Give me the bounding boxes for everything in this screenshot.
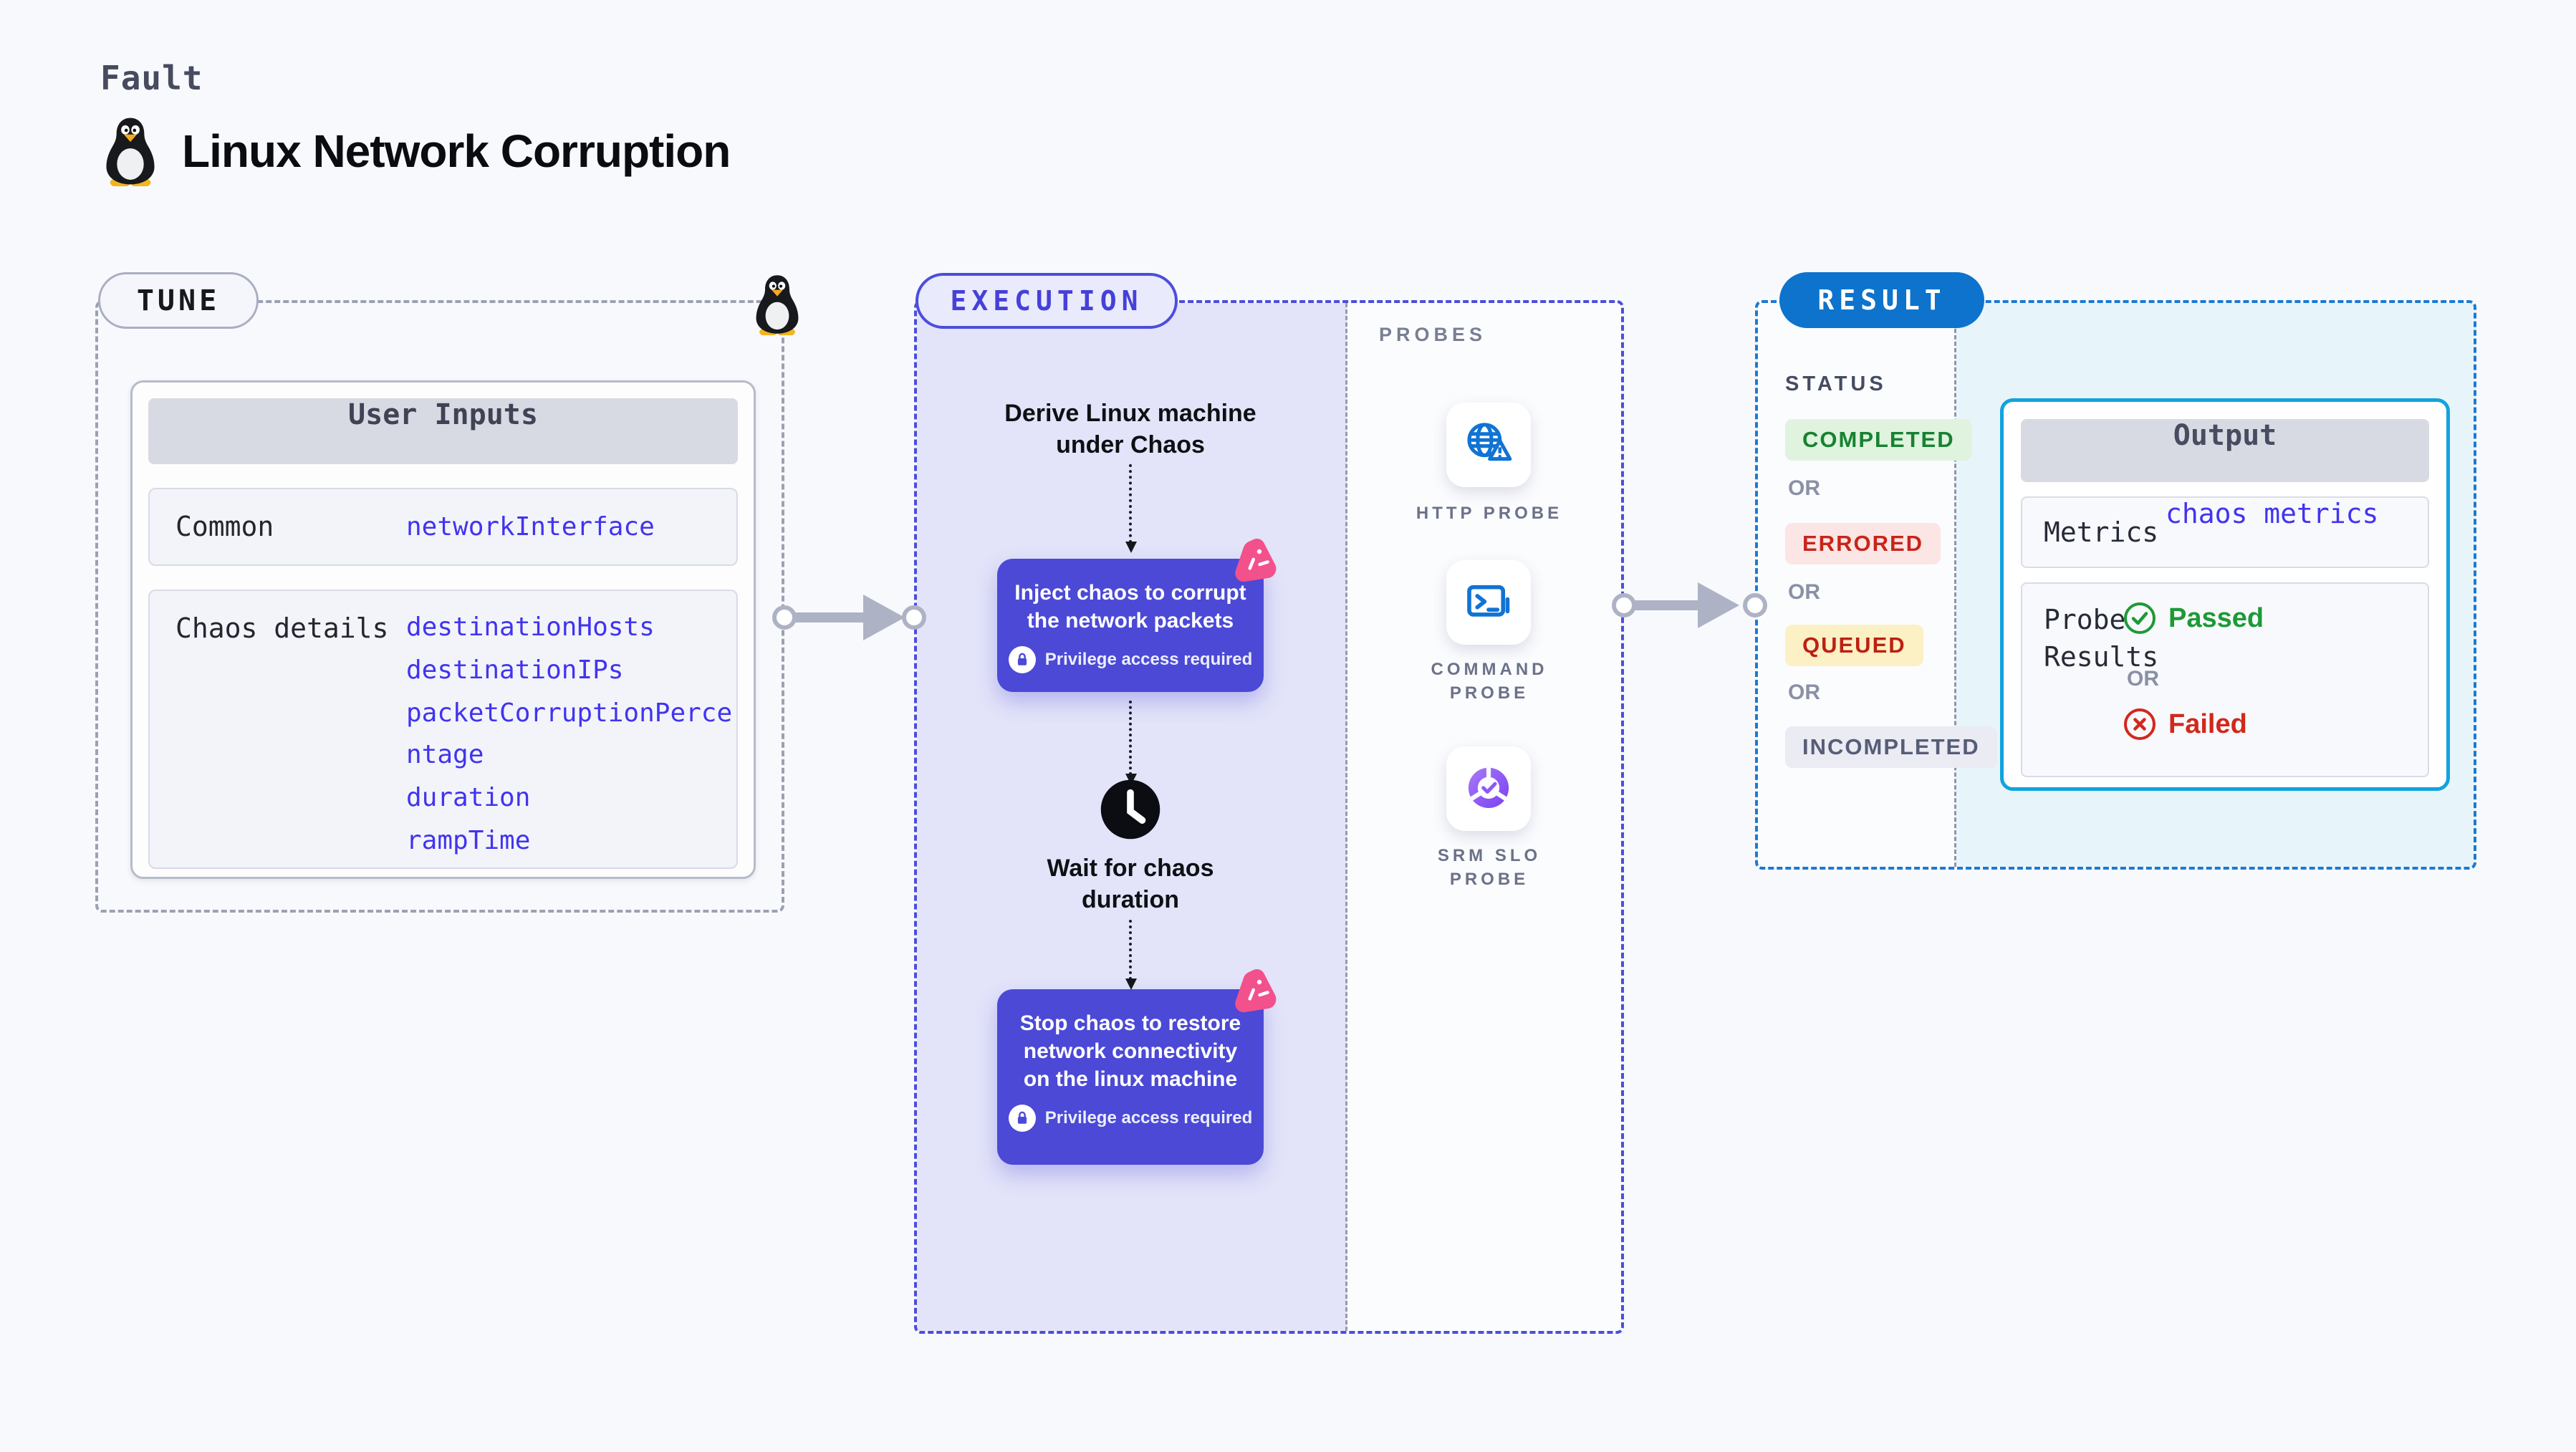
- srm-slo-probe-label: SRM SLO PROBE: [1437, 846, 1542, 889]
- status-badge-queued: QUEUED: [1785, 625, 1923, 666]
- result-section-pill: RESULT: [1779, 272, 1984, 328]
- execution-section-pill: EXECUTION: [915, 273, 1178, 329]
- param-value: networkInterface: [406, 512, 655, 542]
- status-badge-errored: ERRORED: [1785, 523, 1941, 564]
- or-label: OR: [1788, 580, 1820, 604]
- param-value: destinationHosts: [406, 612, 655, 642]
- srm-slo-probe-card: [1446, 746, 1531, 831]
- param-value: destinationIPs: [406, 655, 624, 685]
- output-row-probe-results: Probe Results Passed OR Failed: [2021, 582, 2429, 777]
- slo-donut-check-icon: [1463, 763, 1514, 814]
- flow-arrow-down: [1125, 920, 1137, 990]
- derive-step-text: Derive Linux machine under Chaos: [1004, 400, 1256, 458]
- output-table: Output Metrics chaos metrics Probe Resul…: [2000, 398, 2450, 791]
- privilege-note-text: Privilege access required: [1044, 1108, 1253, 1128]
- probe-result-passed: Passed: [2123, 601, 2264, 635]
- connector-node: [772, 605, 797, 630]
- or-label: OR: [1788, 476, 1820, 500]
- http-probe-card: [1446, 403, 1531, 487]
- row-label: Probe Results: [2044, 604, 2159, 673]
- output-row-metrics: Metrics chaos metrics: [2021, 496, 2429, 568]
- command-probe-label: COMMAND PROBE: [1431, 660, 1548, 703]
- probe-result-failed: Failed: [2123, 707, 2247, 741]
- check-circle-icon: [2123, 601, 2157, 635]
- connector-arrow-shaft: [1624, 600, 1703, 610]
- status-badge-completed: COMPLETED: [1785, 419, 1972, 461]
- page-title: Linux Network Corruption: [182, 125, 731, 177]
- or-label: OR: [2127, 667, 2159, 691]
- fault-kicker: Fault: [100, 59, 203, 97]
- status-column-background: [1758, 303, 1956, 867]
- table-row-chaos-details: Chaos details destinationHosts destinati…: [148, 590, 738, 869]
- http-probe-label: HTTP PROBE: [1416, 504, 1563, 523]
- page-title-row: Linux Network Corruption: [100, 116, 731, 186]
- probes-column-label: PROBES: [1379, 324, 1487, 345]
- metrics-value: chaos metrics: [2166, 498, 2379, 529]
- row-label: Common: [176, 511, 274, 542]
- connector-arrow-shaft: [784, 612, 867, 622]
- lock-icon: [1008, 1105, 1036, 1132]
- flow-arrow-down: [1125, 701, 1137, 785]
- param-value: rampTime: [406, 826, 531, 855]
- status-badge-incompleted: INCOMPLETED: [1785, 726, 1997, 768]
- result-section-box: [1755, 300, 2476, 870]
- connector-node: [1743, 593, 1767, 617]
- connector-arrow-head: [863, 595, 905, 640]
- privilege-note: Privilege access required: [997, 646, 1264, 673]
- connector-node: [1612, 593, 1636, 617]
- flow-arrow-down: [1125, 464, 1137, 553]
- connector-arrow-head: [1698, 582, 1739, 628]
- command-probe-card: [1446, 560, 1531, 645]
- lock-icon: [1008, 646, 1036, 673]
- row-label: Chaos details: [176, 612, 389, 644]
- user-inputs-table: User Inputs Common networkInterface Chao…: [130, 380, 756, 879]
- param-value: packetCorruptionPercentage: [406, 698, 733, 769]
- tux-penguin-icon: [100, 116, 160, 186]
- execution-section-box: [914, 300, 1624, 1334]
- user-inputs-header: User Inputs: [148, 398, 738, 464]
- tux-penguin-icon: [751, 274, 804, 335]
- chaos-experiment-icon: [1231, 537, 1277, 583]
- status-output-divider: [1954, 303, 1956, 867]
- wait-step-text: Wait for chaos duration: [1047, 855, 1214, 913]
- row-label: Metrics: [2044, 516, 2159, 548]
- clock-icon: [1099, 778, 1162, 841]
- chaos-experiment-icon: [1231, 968, 1277, 1014]
- execution-probes-divider: [1345, 303, 1347, 1331]
- inject-step-text: Inject chaos to corrupt the network pack…: [1014, 581, 1246, 633]
- globe-warning-icon: [1463, 419, 1514, 471]
- status-column-label: STATUS: [1785, 372, 1887, 395]
- table-row-common: Common networkInterface: [148, 488, 738, 566]
- x-circle-icon: [2123, 707, 2157, 741]
- param-value: duration: [406, 783, 531, 812]
- stop-step-text: Stop chaos to restore network connectivi…: [1019, 1011, 1241, 1091]
- or-label: OR: [1788, 681, 1820, 704]
- param-value-list: destinationHosts destinationIPs packetCo…: [406, 607, 734, 863]
- terminal-icon: [1463, 577, 1514, 628]
- privilege-note-text: Privilege access required: [1044, 650, 1253, 669]
- inject-chaos-step-box: Inject chaos to corrupt the network pack…: [997, 559, 1264, 692]
- stop-chaos-step-box: Stop chaos to restore network connectivi…: [997, 989, 1264, 1165]
- output-header: Output: [2021, 419, 2429, 482]
- tune-section-pill: TUNE: [98, 272, 259, 329]
- connector-node: [902, 605, 926, 630]
- failed-label: Failed: [2168, 708, 2247, 739]
- passed-label: Passed: [2168, 602, 2264, 633]
- privilege-note: Privilege access required: [997, 1105, 1264, 1132]
